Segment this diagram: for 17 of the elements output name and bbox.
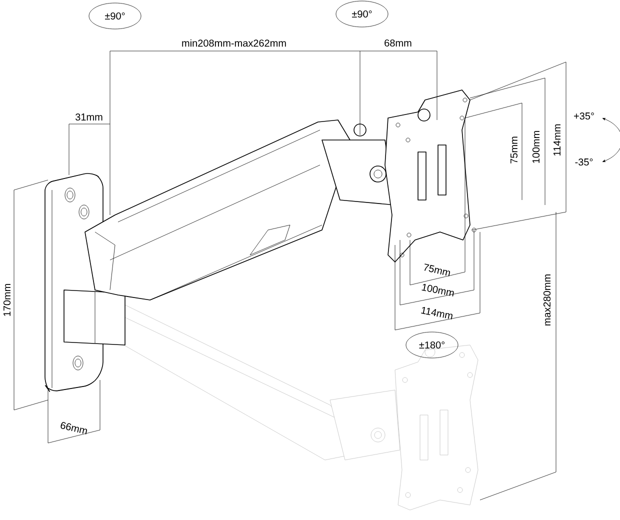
dimension-label: 66mm — [60, 422, 87, 434]
angle-label: +35° — [574, 112, 594, 120]
angle-label: ±180° — [419, 341, 444, 349]
angle-label: ±90° — [105, 12, 125, 20]
dimension-label: 170mm — [3, 284, 11, 316]
angle-label: -35° — [575, 158, 593, 166]
dimension-label: 75mm — [424, 264, 450, 276]
dimension-label: 68mm — [384, 39, 412, 47]
dimension-label: 31mm — [76, 113, 102, 121]
dimension-label: 75mm — [510, 136, 518, 164]
dimension-label: max280mm — [543, 274, 551, 326]
dimension-label: min208mm-max262mm — [182, 39, 286, 47]
dimension-label: 100mm — [532, 131, 540, 163]
angle-label: ±90° — [352, 10, 372, 18]
dimension-label: 100mm — [422, 284, 454, 296]
dimension-label: 114mm — [554, 124, 560, 156]
dimension-label: 114mm — [421, 307, 452, 320]
